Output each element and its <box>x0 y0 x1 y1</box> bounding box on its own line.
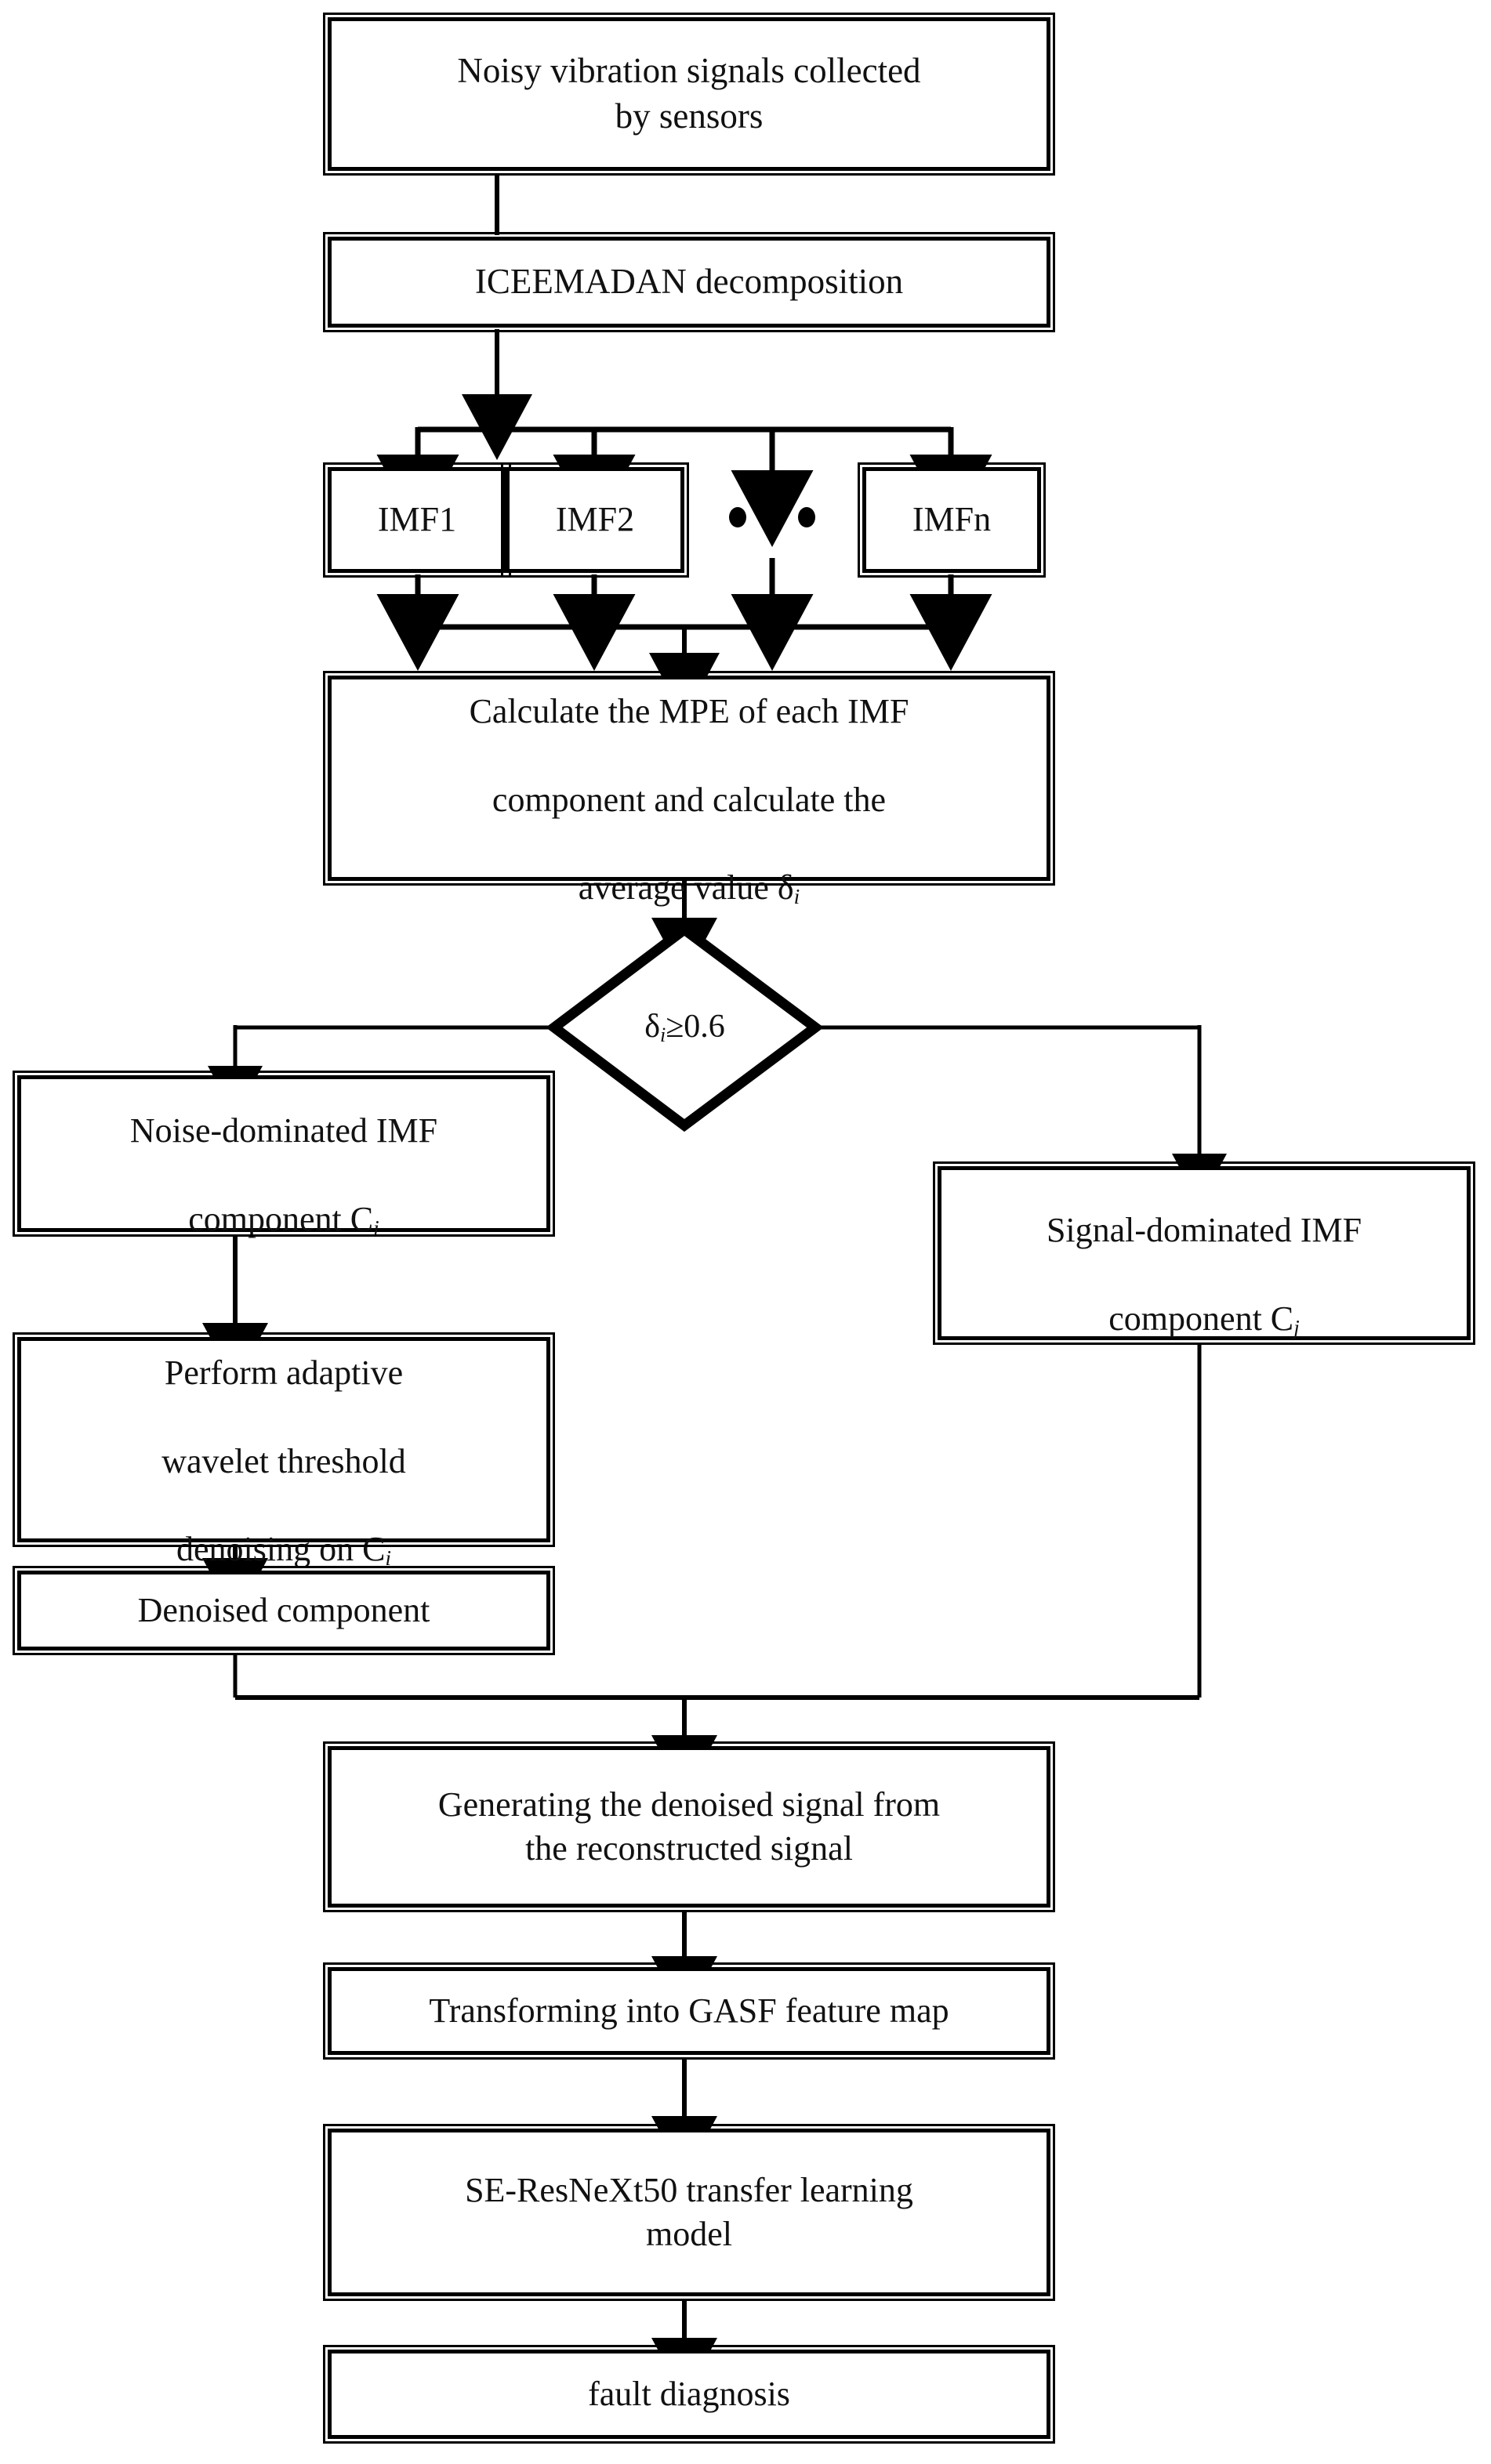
node-wavelet-line3: denoising on C <box>176 1530 386 1569</box>
node-calculate-mpe-line1: Calculate the MPE of each IMF <box>469 692 909 731</box>
decision-delta-threshold-label: δi≥0.6 <box>554 1008 815 1047</box>
node-signal-dominated-imf-line2: component C <box>1108 1299 1294 1339</box>
node-calculate-mpe-line3: average value <box>578 868 778 908</box>
node-imfn: IMFn <box>858 462 1046 578</box>
decision-delta-rest: ≥0.6 <box>666 1009 725 1045</box>
node-signal-dominated-imf: Signal-dominated IMF component Cj <box>933 1161 1475 1345</box>
node-noise-dominated-imf: Noise-dominated IMF component Ci <box>13 1071 555 1240</box>
node-imf2-label: IMF2 <box>555 500 635 539</box>
decision-delta-sub: i <box>660 1023 666 1046</box>
node-generating-denoised-signal: Generating the denoised signal from the … <box>323 1741 1055 1912</box>
node-calculate-mpe-delta-sub: i <box>793 885 800 909</box>
node-wavelet-line1: Perform adaptive <box>164 1353 404 1393</box>
node-denoised-component-label: Denoised component <box>137 1590 430 1629</box>
node-fault-diagnosis-label: fault diagnosis <box>588 2374 790 2413</box>
node-se-resnext50-model: SE-ResNeXt50 transfer learning model <box>323 2124 1055 2301</box>
node-wavelet-line2: wavelet threshold <box>161 1441 406 1480</box>
node-transforming-gasf-label: Transforming into GASF feature map <box>429 1991 949 2030</box>
decision-delta-threshold: δi≥0.6 <box>554 929 815 1125</box>
decision-delta-symbol: δ <box>644 1009 660 1045</box>
node-iceemadan-decomposition: ICEEMADAN decomposition <box>323 232 1055 332</box>
node-imf1: IMF1 <box>323 462 511 578</box>
node-denoised-component: Denoised component <box>13 1566 555 1655</box>
node-wavelet-threshold-denoising: Perform adaptive wavelet threshold denoi… <box>13 1332 555 1570</box>
node-noisy-vibration-signals: Noisy vibration signals collected by sen… <box>323 13 1055 176</box>
node-iceemadan-decomposition-label: ICEEMADAN decomposition <box>474 262 904 302</box>
node-generating-denoised-signal-label: Generating the denoised signal from the … <box>437 1785 941 1868</box>
node-calculate-mpe-delta: δ <box>777 868 794 908</box>
node-noise-dominated-imf-line2: component C <box>188 1200 374 1239</box>
node-wavelet-line3-sub: i <box>385 1546 391 1571</box>
node-imf2: IMF2 <box>501 462 689 578</box>
node-signal-dominated-imf-sub: j <box>1293 1316 1300 1340</box>
node-se-resnext50-model-label: SE-ResNeXt50 transfer learning model <box>465 2170 913 2253</box>
node-noisy-vibration-signals-label: Noisy vibration signals collected by sen… <box>457 51 921 136</box>
node-noise-dominated-imf-sub: i <box>373 1216 379 1241</box>
imf-ellipsis-icon <box>706 502 839 533</box>
node-calculate-mpe-line2: component and calculate the <box>492 780 887 819</box>
node-imfn-label: IMFn <box>912 500 992 539</box>
node-calculate-mpe: Calculate the MPE of each IMF component … <box>323 671 1055 908</box>
node-transforming-gasf: Transforming into GASF feature map <box>323 1962 1055 2060</box>
node-signal-dominated-imf-line1: Signal-dominated IMF <box>1046 1211 1362 1250</box>
node-noise-dominated-imf-line1: Noise-dominated IMF <box>129 1111 438 1150</box>
node-imf1-label: IMF1 <box>377 500 457 539</box>
node-fault-diagnosis: fault diagnosis <box>323 2345 1055 2444</box>
